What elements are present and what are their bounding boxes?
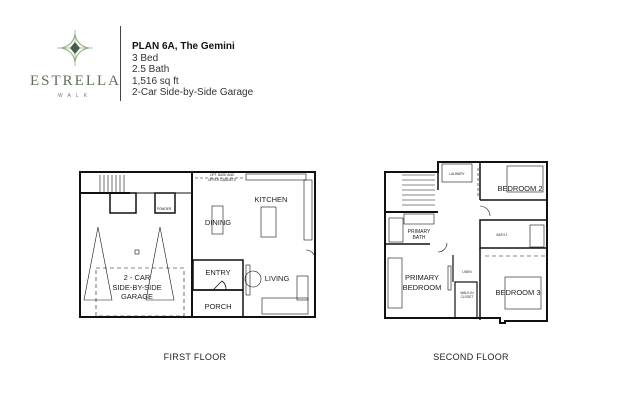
plan-info: PLAN 6A, The Gemini 3 Bed 2.5 Bath 1,516… <box>132 41 253 99</box>
plan-area: 1,516 sq ft <box>132 75 179 87</box>
room-label-bedroom-3: BEDROOM 3 <box>495 288 540 297</box>
room-label-bedroom-2: BEDROOM 2 <box>497 184 542 193</box>
second-floor-labels: BEDROOM 2 BEDROOM 3 PRIMARY BEDROOM PRIM… <box>403 172 543 299</box>
room-label-linen: LINEN <box>462 270 472 274</box>
room-label-dining: DINING <box>205 218 231 227</box>
room-label-primary-bath-1: PRIMARY <box>408 229 431 235</box>
first-floor-labels: KITCHEN DINING LIVING ENTRY PORCH 2 - CA… <box>112 173 289 311</box>
room-label-garage-3: GARAGE <box>121 292 153 301</box>
room-label-laundry: LAUNDRY <box>449 172 465 176</box>
room-label-closet-2: CLOSET <box>461 295 474 299</box>
star-logo-icon <box>57 30 93 66</box>
header-divider <box>120 26 121 101</box>
room-label-primary-bath-2: BATH <box>413 235 426 241</box>
logo-sub: WALK <box>58 93 92 99</box>
note-cabinets-2: UPPER CABINETS <box>208 178 236 182</box>
plan-beds: 3 Bed <box>132 52 159 64</box>
room-label-living: LIVING <box>265 274 290 283</box>
room-label-primary-bedroom-1: PRIMARY <box>405 273 439 282</box>
room-label-bath-2: BATH 2 <box>497 233 508 237</box>
room-label-powder: POWDER <box>157 207 172 211</box>
room-label-closet-1: WALK-IN <box>460 291 474 295</box>
room-label-garage-1: 2 - CAR <box>124 273 151 282</box>
note-cabinets-1: OPT. BASE AND <box>210 173 235 177</box>
logo-brand: ESTRELLA <box>30 73 121 89</box>
room-label-kitchen: KITCHEN <box>255 195 288 204</box>
plan-garage: 2-Car Side-by-Side Garage <box>132 87 254 98</box>
estrella-walk-logo: ESTRELLA WALK <box>30 30 120 99</box>
plan-baths: 2.5 Bath <box>132 64 170 75</box>
room-label-porch: PORCH <box>204 302 231 311</box>
room-label-garage-2: SIDE-BY-SIDE <box>112 283 161 292</box>
room-label-entry: ENTRY <box>205 268 230 277</box>
second-floor-plan <box>384 161 548 324</box>
first-floor-plan <box>79 171 316 318</box>
room-label-primary-bedroom-2: BEDROOM <box>403 283 442 292</box>
second-floor-caption: SECOND FLOOR <box>433 352 509 362</box>
plan-title: PLAN 6A, The Gemini <box>132 41 235 52</box>
first-floor-caption: FIRST FLOOR <box>163 352 227 362</box>
